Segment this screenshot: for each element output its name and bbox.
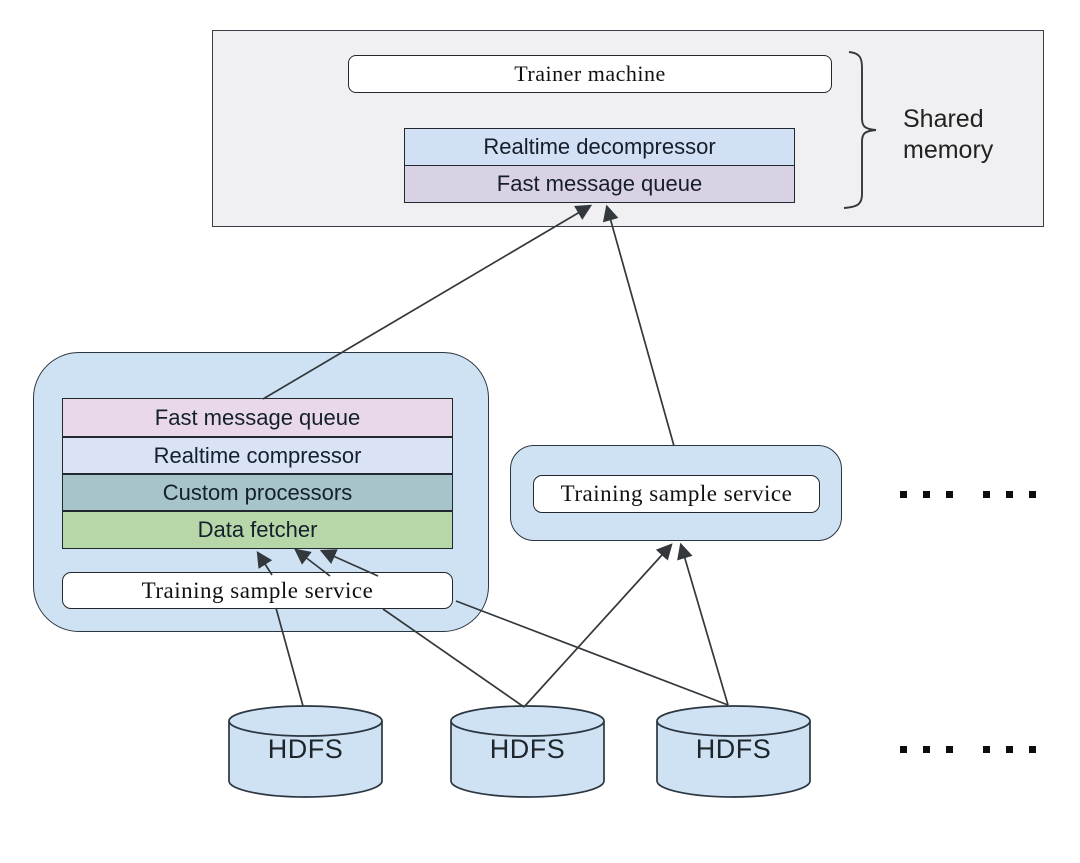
middle-training-sample-service-box: Training sample service <box>533 475 820 513</box>
realtime-compressor-box: Realtime compressor <box>62 437 453 474</box>
hdfs-label: HDFS <box>267 734 344 764</box>
left-fast-message-queue-box: Fast message queue <box>62 398 453 437</box>
realtime-decompressor-box: Realtime decompressor <box>404 128 795 166</box>
trainer-machine-box: Trainer machine <box>348 55 832 93</box>
arrow-midtss-to-trainerfmq <box>602 204 675 447</box>
arrow-hdfs2-to-midtss <box>523 543 673 708</box>
ellipsis-dot <box>946 746 953 753</box>
ellipsis-dot <box>946 491 953 498</box>
line-lefttss-hdfs3 <box>455 600 729 706</box>
ellipsis-dot-group <box>983 746 1036 753</box>
custom-processors-box: Custom processors <box>62 474 453 511</box>
cylinder-shape-icon <box>228 705 383 798</box>
left-fast-message-queue-label: Fast message queue <box>154 404 361 430</box>
hdfs-label: HDFS <box>489 734 566 764</box>
ellipsis-more-storage <box>900 746 1036 753</box>
hdfs-cylinder-1: HDFS <box>227 704 384 800</box>
ellipsis-dot <box>923 491 930 498</box>
shared-memory-label: Shared memory <box>903 105 994 164</box>
ellipsis-dot <box>923 746 930 753</box>
arrow-hdfs3-to-midtss <box>677 542 729 706</box>
ellipsis-dot <box>983 491 990 498</box>
hdfs-label: HDFS <box>695 734 772 764</box>
realtime-compressor-label: Realtime compressor <box>153 442 362 468</box>
custom-processors-label: Custom processors <box>162 479 353 505</box>
ellipsis-dot <box>1029 491 1036 498</box>
ellipsis-dot-group <box>983 491 1036 498</box>
ellipsis-dot <box>900 491 907 498</box>
trainer-fast-message-queue-box: Fast message queue <box>404 165 795 203</box>
trainer-fast-message-queue-label: Fast message queue <box>496 171 703 196</box>
ellipsis-more-services <box>900 491 1036 498</box>
data-fetcher-box: Data fetcher <box>62 511 453 549</box>
realtime-decompressor-label: Realtime decompressor <box>483 134 716 159</box>
cylinder-shape-icon <box>656 705 811 798</box>
hdfs-cylinder-2: HDFS <box>449 704 606 800</box>
middle-training-sample-service-label: Training sample service <box>560 481 793 506</box>
cylinder-shape-icon <box>450 705 605 798</box>
left-training-sample-service-label: Training sample service <box>141 577 374 603</box>
left-training-sample-service-box: Training sample service <box>62 572 453 609</box>
data-fetcher-label: Data fetcher <box>197 517 318 542</box>
ellipsis-dot <box>900 746 907 753</box>
ellipsis-dot <box>1006 491 1013 498</box>
hdfs-cylinder-3: HDFS <box>655 704 812 800</box>
ellipsis-dot <box>1029 746 1036 753</box>
trainer-machine-label: Trainer machine <box>514 61 666 86</box>
ellipsis-dot <box>1006 746 1013 753</box>
ellipsis-dot <box>983 746 990 753</box>
ellipsis-dot-group <box>900 746 953 753</box>
ellipsis-dot-group <box>900 491 953 498</box>
